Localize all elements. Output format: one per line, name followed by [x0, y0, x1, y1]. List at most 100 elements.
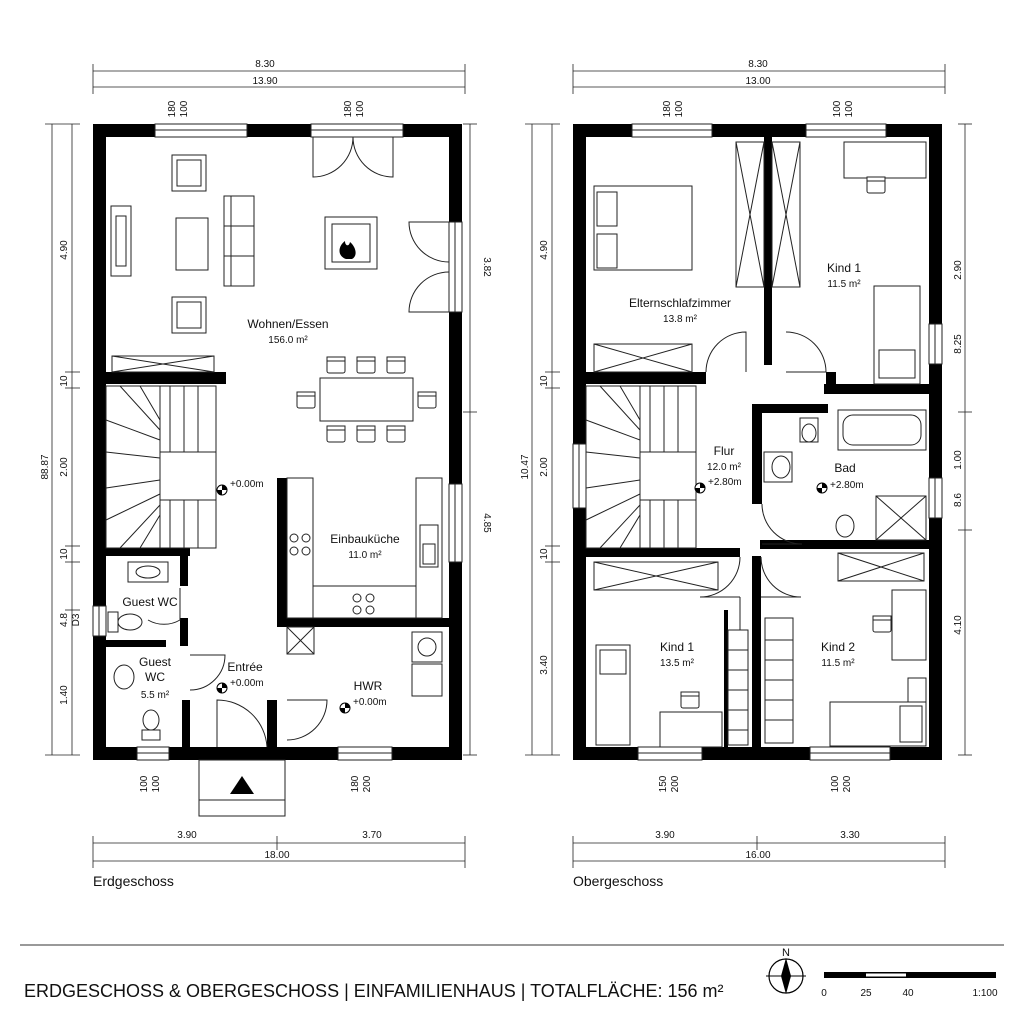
window-dim: 180: [343, 100, 354, 117]
ground-right-dimensions: 3.82 4.85: [463, 123, 492, 756]
level-label: +0.00m: [353, 697, 387, 708]
dim-label: 16.00: [745, 850, 770, 861]
ground-stairs: [105, 385, 217, 549]
fireplace-icon: [339, 241, 356, 259]
dim-label: 10: [539, 375, 550, 387]
dining-table: [296, 356, 437, 443]
level-label: +0.00m: [230, 678, 264, 689]
room-area: 11.5 m²: [821, 658, 855, 669]
kind2-furniture: [764, 552, 927, 747]
dim-label: 2.00: [59, 457, 70, 477]
upper-stairs: [585, 385, 697, 549]
ground-floor-title: Erdgeschoss: [93, 873, 174, 889]
ground-sanitary: [107, 561, 443, 741]
dim-label: D3: [71, 613, 82, 626]
living-furniture: [110, 154, 378, 373]
room-area: 5.5 m²: [141, 690, 170, 701]
ground-entrance: [198, 759, 286, 817]
sheet-title: ERDGESCHOSS & OBERGESCHOSS | EINFAMILIEN…: [24, 981, 724, 1001]
dim-label: 8.25: [953, 334, 964, 354]
dim-label: 1.00: [953, 450, 964, 470]
compass-icon: [781, 958, 791, 994]
window-dim: 180: [662, 100, 673, 117]
dim-label: 18.00: [264, 850, 289, 861]
north-label: N: [782, 947, 790, 959]
dim-label: 4.90: [539, 240, 550, 260]
master-bedroom-furniture: [593, 141, 765, 373]
dim-label: 13.00: [745, 76, 770, 87]
ground-room-labels: Wohnen/Essen 156.0 m² Einbauküche 11.0 m…: [122, 317, 400, 714]
room-label: WC: [145, 670, 165, 684]
room-label: HWR: [354, 679, 383, 693]
dim-label: 3.70: [362, 830, 382, 841]
window-dim: 100: [832, 100, 843, 117]
room-label: Kind 1: [827, 261, 861, 275]
room-area: 11.0 m²: [348, 550, 382, 561]
ground-bottom-dimensions: 100 100 180 200 3.90 3.70 18.00: [92, 775, 466, 868]
room-area: 13.5 m²: [660, 658, 695, 669]
window-dim: 200: [362, 775, 373, 792]
dim-label: 8.6: [953, 493, 964, 507]
bathroom-furniture: [763, 409, 927, 541]
dim-label: 2.90: [953, 260, 964, 280]
level-label: +2.80m: [708, 477, 742, 488]
kind1-top-furniture: [771, 141, 927, 385]
room-label: Entrée: [227, 660, 263, 674]
upper-windows: [572, 123, 943, 761]
scale-bar: 0 25 40 1:100: [821, 972, 998, 999]
upper-bottom-dimensions: 150 200 100 200 3.90 3.30 16.00: [572, 775, 946, 868]
room-label: Kind 1: [660, 640, 694, 654]
ground-walls: [93, 124, 462, 760]
room-label: Elternschlafzimmer: [629, 296, 731, 310]
dim-label: 4.8: [59, 613, 70, 627]
scale-tick: 0: [821, 988, 827, 999]
dim-label: 3.40: [539, 655, 550, 675]
window-dim: 180: [167, 100, 178, 117]
scale-tick: 25: [860, 988, 872, 999]
ground-left-dimensions: 4.90 10 2.00 10 4.8 D3 1.40 88.87: [40, 123, 82, 756]
room-label: Guest: [139, 655, 172, 669]
dim-label: 1.40: [59, 685, 70, 705]
dim-label: 10: [59, 375, 70, 387]
upper-room-labels: Elternschlafzimmer 13.8 m² Kind 1 11.5 m…: [629, 261, 864, 669]
window-dim: 100: [151, 775, 162, 792]
window-dim: 200: [670, 775, 681, 792]
window-dim: 150: [658, 775, 669, 792]
ground-dim-width: 8.30: [255, 59, 275, 70]
room-label: Kind 2: [821, 640, 855, 654]
dim-label: 8.30: [748, 59, 768, 70]
upper-left-dimensions: 4.90 10 2.00 10 3.40 10.47: [520, 123, 560, 756]
dim-label: 3.82: [481, 257, 492, 277]
dim-label: 4.90: [59, 240, 70, 260]
window-dim: 100: [355, 100, 366, 117]
ground-dim-total: 13.90: [252, 76, 277, 87]
room-area: 156.0 m²: [268, 335, 308, 346]
room-label: Einbauküche: [330, 532, 400, 546]
dim-label: 3.30: [840, 830, 860, 841]
scale-tick: 40: [902, 988, 914, 999]
window-dim: 100: [830, 775, 841, 792]
dim-label: 3.90: [177, 830, 197, 841]
ground-doors: [147, 136, 450, 748]
dim-label: 3.90: [655, 830, 675, 841]
kitchen-furniture: [286, 477, 443, 619]
upper-doors: [699, 331, 827, 640]
level-label: +0.00m: [230, 479, 264, 490]
dim-label: 10: [59, 548, 70, 560]
window-dim: 100: [844, 100, 855, 117]
ground-floor-plan: 8.30 13.90 180 100 180 100 4.90 10 2.00 …: [40, 59, 492, 889]
upper-top-dimensions: 8.30 13.00 180 100 100 100: [572, 59, 946, 117]
window-dim: 100: [674, 100, 685, 117]
dim-label: 88.87: [40, 454, 51, 479]
upper-floor-title: Obergeschoss: [573, 873, 663, 889]
dim-label: 4.10: [953, 615, 964, 635]
window-dim: 180: [350, 775, 361, 792]
upper-floor-plan: 8.30 13.00 180 100 100 100 4.90 10 2.00 …: [520, 59, 972, 889]
window-dim: 100: [179, 100, 190, 117]
scale-ratio: 1:100: [972, 988, 997, 999]
room-label: Flur: [714, 444, 735, 458]
upper-walls: [573, 124, 942, 760]
room-area: 13.8 m²: [663, 314, 698, 325]
